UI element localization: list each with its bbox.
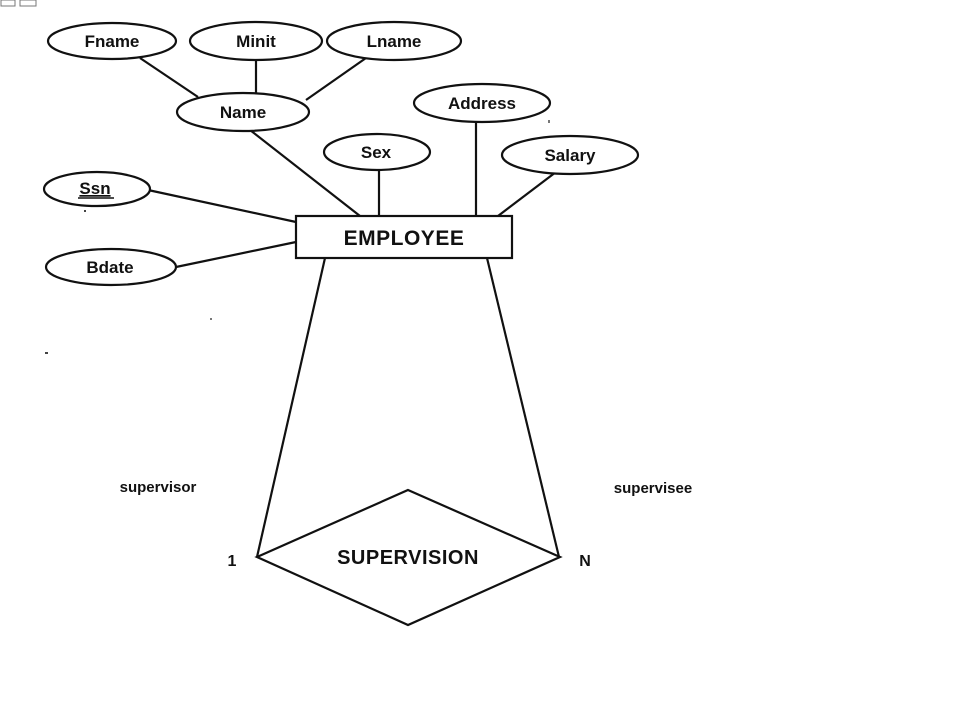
attribute-sex-ellipse [322, 132, 432, 172]
attribute-lname-label: Lname [367, 32, 422, 51]
link-employee-supervision-right [485, 257, 561, 558]
link-bdate-employee [175, 240, 297, 269]
attribute-name-ellipse [175, 91, 311, 133]
attribute-lname: Lname [325, 20, 463, 62]
cardinality-many-label: N [579, 553, 591, 570]
link-lname-name [305, 57, 367, 101]
entity-employee-box [294, 214, 514, 260]
speck [210, 318, 212, 320]
attribute-lname-ellipse [325, 20, 463, 62]
attribute-address-ellipse [412, 82, 552, 124]
link-fname-name [139, 57, 199, 98]
attribute-fname-label: Fname [85, 32, 140, 51]
window-icon-1 [0, 0, 16, 7]
entity-employee: EMPLOYEE [294, 214, 514, 260]
attribute-minit: Minit [188, 20, 324, 62]
attribute-bdate-ellipse [44, 247, 178, 287]
scan-specks [45, 120, 550, 354]
attribute-ssn: Ssn [42, 170, 152, 208]
relationship-supervision-label: SUPERVISION [337, 547, 479, 569]
window-controls [0, 0, 37, 7]
speck [548, 120, 550, 123]
speck [84, 210, 86, 212]
role-supervisor-label: supervisor [120, 479, 197, 496]
connector-lines [139, 57, 561, 558]
attribute-minit-ellipse [188, 20, 324, 62]
attribute-salary-ellipse [500, 134, 640, 176]
relationship-supervision-diamond [254, 488, 563, 627]
attribute-bdate-label: Bdate [86, 258, 133, 277]
speck [45, 352, 48, 354]
attribute-minit-label: Minit [236, 32, 276, 51]
link-employee-supervision-left [255, 257, 327, 558]
relationship-supervision: SUPERVISION [254, 488, 563, 627]
link-salary-employee [497, 171, 557, 217]
window-icon-2 [19, 0, 37, 7]
attribute-address: Address [412, 82, 552, 124]
attribute-name: Name [175, 91, 311, 133]
attribute-sex-label: Sex [361, 143, 392, 162]
attribute-salary-label: Salary [544, 146, 596, 165]
cardinality-one-label: 1 [228, 553, 237, 570]
attribute-ssn-ellipse [42, 170, 152, 208]
attribute-fname-ellipse [46, 21, 178, 61]
attribute-bdate: Bdate [44, 247, 178, 287]
attribute-address-label: Address [448, 94, 516, 113]
attribute-name-label: Name [220, 103, 266, 122]
attribute-salary: Salary [500, 134, 640, 176]
attribute-sex: Sex [322, 132, 432, 172]
link-ssn-employee [147, 188, 297, 224]
entity-employee-label: EMPLOYEE [344, 227, 465, 250]
attribute-ssn-label: Ssn [79, 179, 110, 198]
role-supervisee-label: supervisee [614, 480, 692, 497]
attribute-fname: Fname [46, 21, 178, 61]
link-name-employee [249, 129, 361, 217]
